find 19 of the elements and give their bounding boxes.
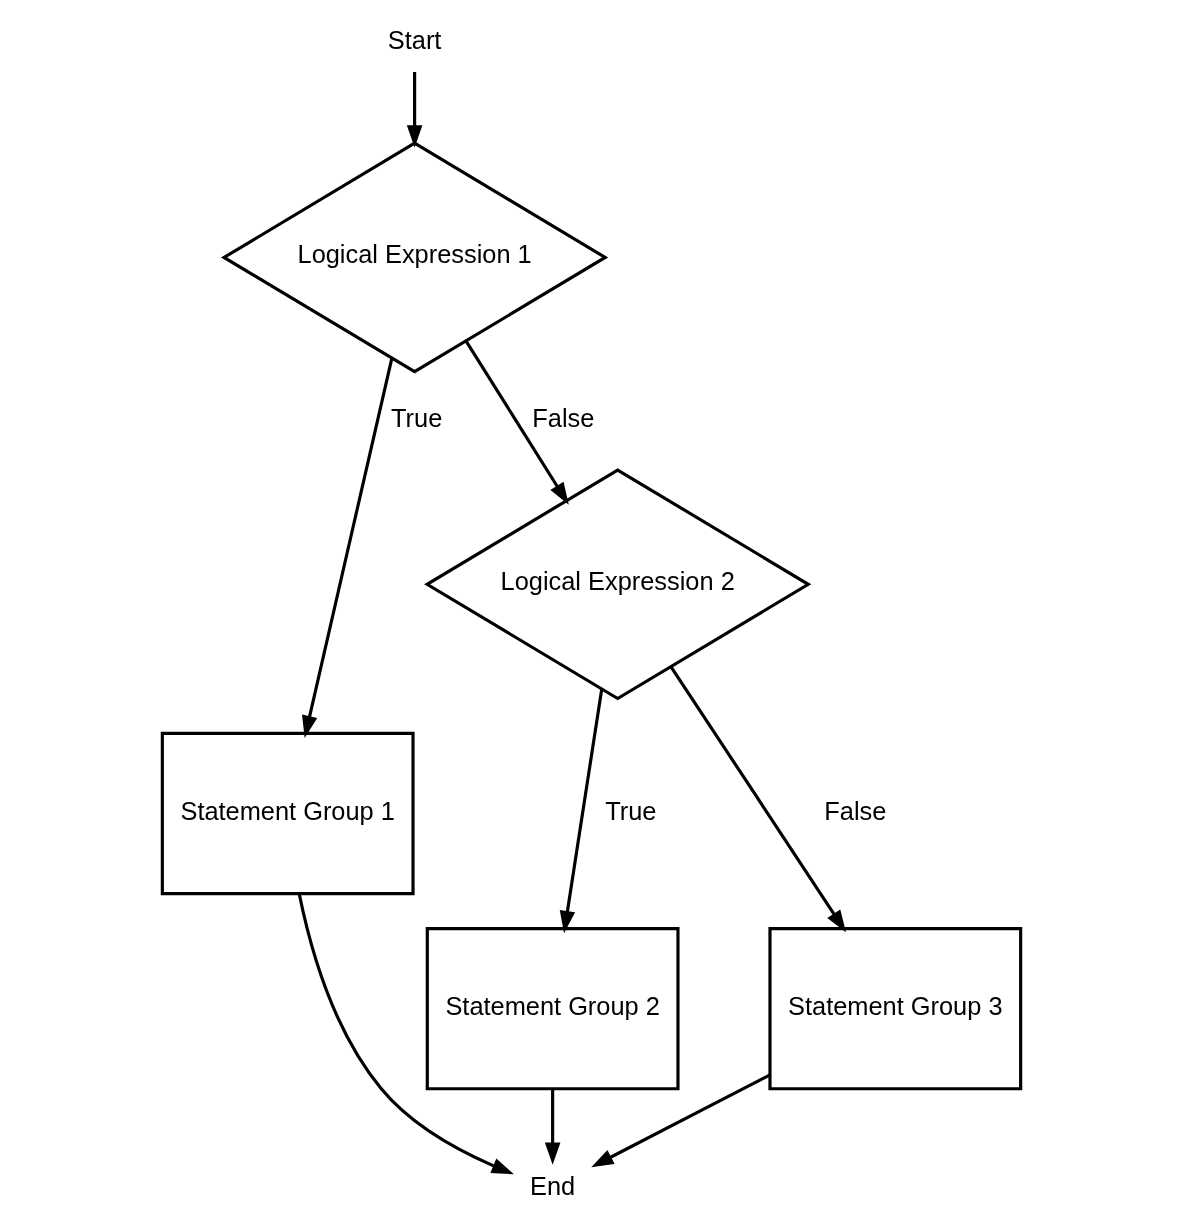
node-box: Statement Group 3 — [767, 926, 1022, 1091]
arrow — [590, 1073, 770, 1168]
arrow — [559, 689, 603, 934]
arrow — [464, 340, 569, 505]
node-diamond: Logical Expression 2 — [423, 468, 811, 701]
node-box: Statement Group 2 — [425, 926, 680, 1091]
node-box: Statement Group 1 — [160, 731, 415, 896]
arrow — [406, 72, 422, 148]
arrow — [669, 666, 846, 933]
edge-label: False — [823, 796, 886, 825]
node-diamond: Logical Expression 1 — [220, 141, 608, 374]
arrow — [544, 1088, 560, 1165]
arrow — [297, 893, 514, 1175]
edge-label: False — [531, 403, 594, 432]
arrow — [301, 358, 393, 739]
node-text: End — [529, 1171, 575, 1200]
edge-label: True — [604, 796, 656, 825]
node-text: Start — [387, 26, 441, 55]
edge-label: True — [390, 403, 442, 432]
